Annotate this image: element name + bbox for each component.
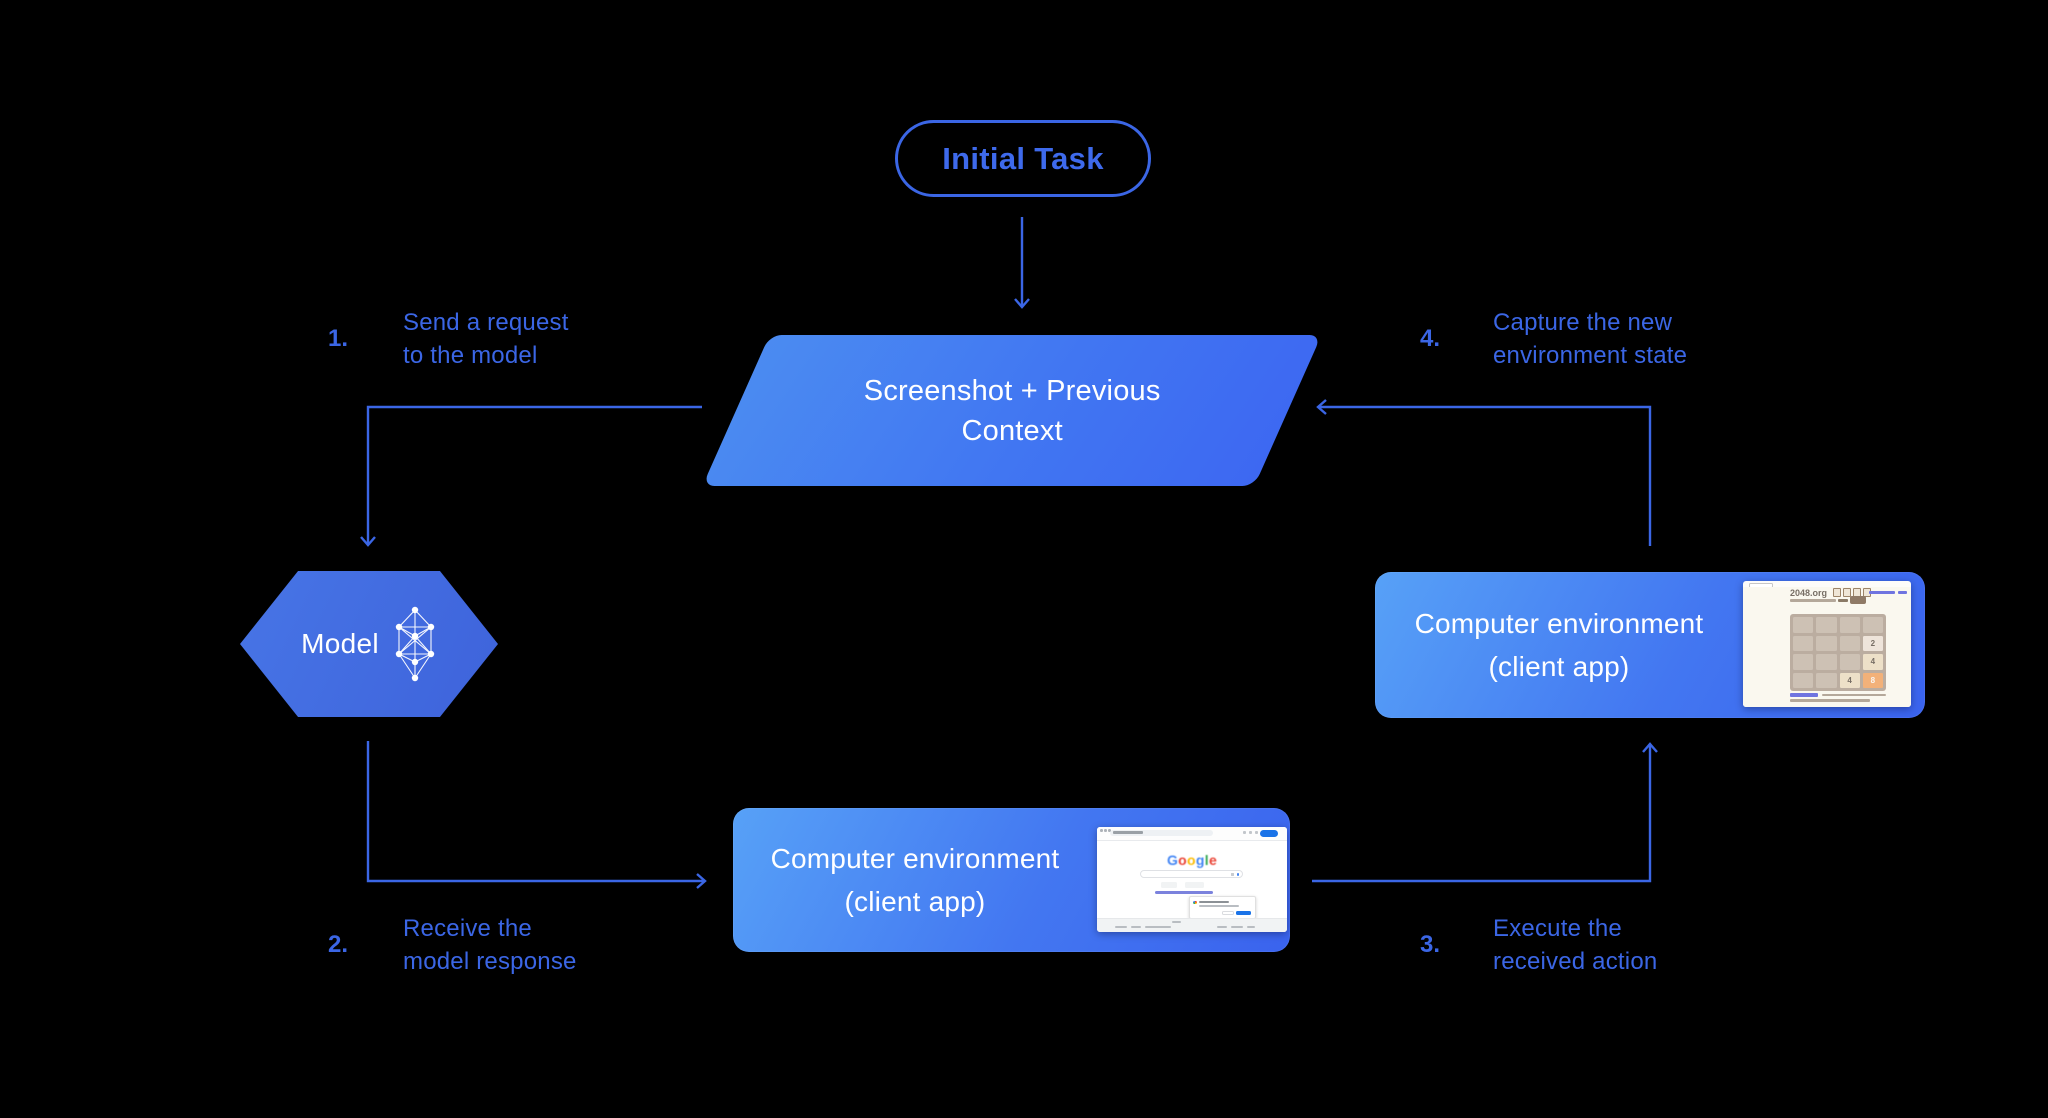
- window-control-dot: [1100, 829, 1103, 832]
- step-2-label: 2. Receive the model response: [328, 915, 577, 975]
- env-bottom-label: Computer environment (client app): [770, 843, 1060, 917]
- score-box: [1843, 588, 1851, 597]
- page-footer: [1097, 918, 1287, 932]
- arrow-initial-to-context: [1014, 217, 1030, 309]
- step-3-label: 3. Execute the received action: [1420, 915, 1658, 975]
- score-box: [1833, 588, 1841, 597]
- google-browser-thumbnail: Google: [1097, 827, 1287, 932]
- board-cell: [1793, 654, 1814, 670]
- toolbar-icon: [1249, 831, 1252, 834]
- arrow-context-to-model: [360, 405, 702, 547]
- footer-text: [1790, 699, 1870, 702]
- keyboard-icon: [1231, 873, 1234, 876]
- game-title: 2048.org: [1790, 588, 1828, 598]
- url-text: [1113, 831, 1143, 834]
- tile-4: 4: [1862, 654, 1883, 670]
- new-game-button: [1850, 595, 1866, 604]
- dialog-secondary-button: [1222, 910, 1234, 915]
- footer-link: [1790, 693, 1818, 697]
- search-bar: [1140, 870, 1243, 878]
- dialog-text: [1199, 904, 1239, 907]
- footer-region-text: [1172, 920, 1181, 923]
- toolbar-icon: [1255, 831, 1258, 834]
- model-label: Model: [301, 628, 379, 659]
- instructions-text: [1790, 599, 1836, 602]
- tile-8: 8: [1862, 672, 1883, 688]
- game-page: 2048.org: [1743, 587, 1911, 707]
- board-cell: [1816, 654, 1837, 670]
- search-button: [1161, 882, 1177, 888]
- footer-link: [1131, 925, 1141, 928]
- footer-link: [1115, 925, 1127, 928]
- signin-button: [1260, 830, 1278, 837]
- tile-4: 4: [1839, 672, 1860, 688]
- env-node-right: Computer environment (client app) 2048.o…: [1375, 572, 1925, 718]
- toolbar-icon: [1243, 831, 1246, 834]
- header-link: [1898, 591, 1907, 594]
- google-logo: Google: [1166, 852, 1218, 868]
- arrow-env2-to-context: [1316, 399, 1652, 546]
- env-right-label: Computer environment (client app): [1414, 608, 1704, 682]
- arrow-model-to-env: [366, 741, 707, 889]
- browser-dialog: [1189, 896, 1256, 919]
- instructions-text: [1838, 599, 1848, 602]
- game-2048-thumbnail: 2048.org: [1743, 581, 1911, 707]
- footer-link: [1247, 925, 1255, 928]
- board-cell: [1793, 617, 1814, 633]
- board-cell: [1793, 635, 1814, 651]
- context-label: Screenshot + Previous Context: [863, 374, 1161, 447]
- initial-task-label: Initial Task: [942, 140, 1104, 176]
- window-control-dot: [1104, 829, 1107, 832]
- board-cell: [1839, 654, 1860, 670]
- window-control-dot: [1108, 829, 1111, 832]
- footer-text: [1822, 693, 1886, 696]
- mic-icon: [1236, 873, 1239, 876]
- dialog-primary-button: [1236, 910, 1251, 915]
- context-node: Screenshot + Previous Context: [702, 335, 1322, 486]
- neural-network-icon: [395, 606, 435, 682]
- address-bar: [1110, 829, 1213, 836]
- dialog-icon: [1193, 900, 1197, 904]
- board-cell: [1816, 635, 1837, 651]
- initial-task-node: Initial Task: [895, 120, 1151, 197]
- board-cell: [1839, 617, 1860, 633]
- board-cell: [1816, 672, 1837, 688]
- lucky-button: [1185, 882, 1204, 888]
- header-link: [1869, 591, 1895, 594]
- language-links: [1155, 891, 1213, 894]
- board-cell: [1793, 672, 1814, 688]
- model-node: Model: [240, 571, 498, 717]
- footer-link: [1145, 925, 1171, 928]
- dialog-text: [1199, 900, 1229, 903]
- arrow-env-to-env2: [1312, 742, 1658, 883]
- footer-link: [1217, 925, 1227, 928]
- env-node-bottom: Computer environment (client app) Google: [733, 808, 1290, 952]
- browser-toolbar: [1097, 827, 1287, 841]
- footer-link: [1231, 925, 1243, 928]
- board-cell: [1862, 617, 1883, 633]
- step-1-label: 1. Send a request to the model: [328, 309, 569, 369]
- tile-2: 2: [1862, 635, 1883, 651]
- board-cell: [1839, 635, 1860, 651]
- board-cell: [1816, 617, 1837, 633]
- step-4-label: 4. Capture the new environment state: [1420, 309, 1688, 369]
